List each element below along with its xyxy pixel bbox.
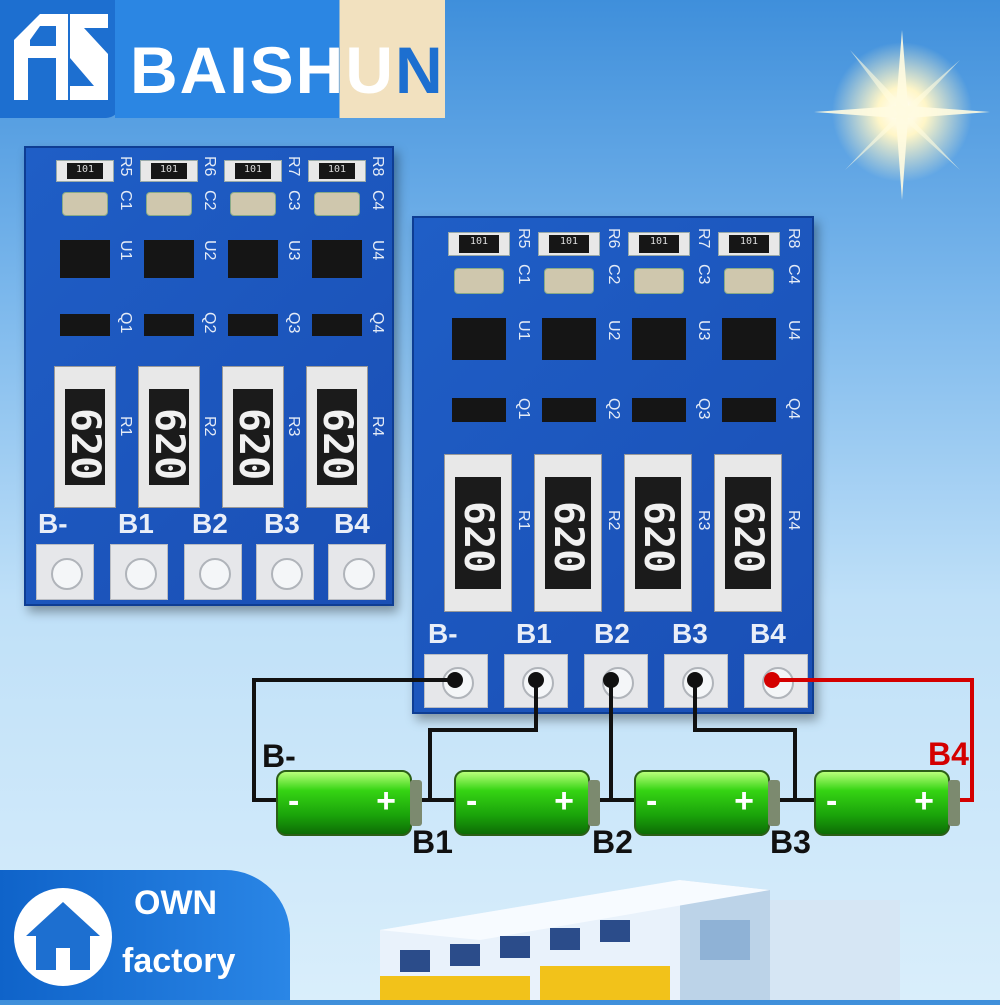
battery-cell: -+ [814,770,960,836]
pad-label: B1 [118,508,154,539]
brand-name-background [115,0,445,118]
transistor [542,398,596,422]
smd-resistor: 101 [308,160,366,182]
pcb-board-small: 101 101 101 101 R5 R6 R7 R8 C1 C2 C3 C4 … [24,146,394,606]
power-resistor: 620 [624,454,692,612]
pad-label: B2 [192,508,228,539]
transistor [228,314,278,336]
house-icon [14,888,112,986]
transistor [632,398,686,422]
wire-b-minus [252,678,455,802]
wire-label-b1: B1 [412,824,453,860]
wire-label-b-minus: B- [262,738,296,774]
wire-b4 [772,678,974,802]
pad-label: B4 [334,508,370,539]
pad-label: B3 [672,618,708,649]
wire-label-b3: B3 [770,824,811,860]
badge-line1: OWN [134,884,218,922]
pad-label: B- [38,508,68,539]
solder-pad [184,544,242,600]
smd-resistor: 101 [140,160,198,182]
wire-dot [447,672,463,688]
ic-chip [542,318,596,360]
factory-building-illustration [380,860,900,1000]
badge-line2: factory [122,942,236,980]
capacitor [544,268,594,294]
wire-dot [603,672,619,688]
battery-cell: -+ [454,770,600,836]
smd-resistor: 101 [224,160,282,182]
battery-cell: -+ [634,770,780,836]
smd-resistor: 101 [448,232,510,256]
power-resistor: 620 [306,366,368,508]
battery-cell: -+ [276,770,422,836]
ic-chip [144,240,194,278]
pad-label: B1 [516,618,552,649]
smd-resistor: 101 [538,232,600,256]
capacitor [724,268,774,294]
transistor [722,398,776,422]
capacitor [146,192,192,216]
solder-pad [110,544,168,600]
transistor [60,314,110,336]
power-resistor: 620 [534,454,602,612]
capacitor [634,268,684,294]
transistor [452,398,506,422]
smd-resistor: 101 [718,232,780,256]
pad-label: B- [428,618,458,649]
brand-name: BAISHUN [130,33,445,107]
ic-chip [452,318,506,360]
smd-resistor: 101 [628,232,690,256]
pad-label: B4 [750,618,786,649]
pad-label: B2 [594,618,630,649]
power-resistor: 620 [138,366,200,508]
ic-chip [228,240,278,278]
own-factory-badge: OWN factory [0,870,290,1000]
pad-label: B3 [264,508,300,539]
power-resistor: 620 [714,454,782,612]
transistor [312,314,362,336]
solder-pad [36,544,94,600]
solder-pad [256,544,314,600]
solder-pad [328,544,386,600]
wire-b1 [410,680,538,802]
ic-chip [632,318,686,360]
wire-label-b4: B4 [928,736,969,772]
capacitor [230,192,276,216]
transistor [144,314,194,336]
wire-dot [764,672,780,688]
capacitor [314,192,360,216]
wire-dot [528,672,544,688]
ic-chip [60,240,110,278]
pcb-board-large: 101 101 101 101 R5 R6 R7 R8 C1 C2 C3 C4 … [412,216,814,714]
wire-dot [687,672,703,688]
ic-chip [312,240,362,278]
ic-chip [722,318,776,360]
sun-glare [810,20,1000,210]
wire-b3 [693,680,797,802]
power-resistor: 620 [444,454,512,612]
wire-label-b2: B2 [592,824,633,860]
brand-logo-icon [0,0,120,118]
brand-header: BAISHUN [0,0,445,118]
power-resistor: 620 [222,366,284,508]
smd-resistor: 101 [56,160,114,182]
power-resistor: 620 [54,366,116,508]
capacitor [454,268,504,294]
capacitor [62,192,108,216]
